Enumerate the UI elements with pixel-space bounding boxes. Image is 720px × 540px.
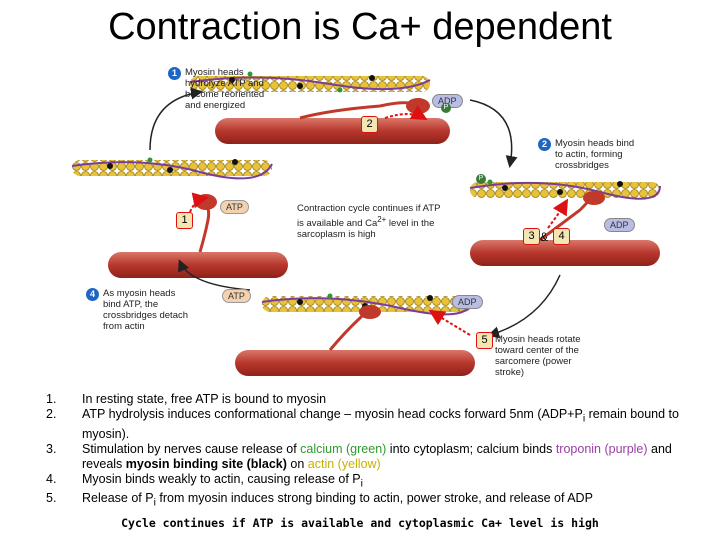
cycle-center-note: Contraction cycle continues if ATP is av… [297, 203, 447, 240]
cycle-arrow-2-to-3 [490, 275, 560, 335]
phosphate-top: P [441, 103, 451, 113]
actin-filament-right [470, 180, 660, 199]
step-label-3: 3Myosin heads rotate toward center of th… [478, 334, 593, 378]
list-item: 4.Myosin binds weakly to actin, causing … [46, 472, 706, 492]
list-item: 1.In resting state, free ATP is bound to… [46, 392, 706, 407]
steps-list: 1.In resting state, free ATP is bound to… [46, 392, 706, 511]
red-arrow-2 [385, 114, 424, 118]
marker-ampersand: & [540, 230, 548, 244]
cycle-arrow-1-to-2 [470, 100, 512, 165]
red-arrow-5 [432, 312, 470, 335]
phosphate-right: P [476, 174, 486, 184]
footer-note: Cycle continues if ATP is available and … [0, 516, 720, 530]
atp-label-lower: ATP [222, 289, 251, 303]
marker-4: 4 [553, 228, 570, 245]
list-item: 5.Release of Pi from myosin induces stro… [46, 491, 706, 511]
marker-2: 2 [361, 116, 378, 133]
adp-label-bottom: ADP [452, 295, 483, 309]
list-item: 2.ATP hydrolysis induces conformational … [46, 407, 706, 442]
atp-label-left: ATP [220, 200, 249, 214]
actin-filament-left [72, 158, 272, 179]
marker-1: 1 [176, 212, 193, 229]
marker-3: 3 [523, 228, 540, 245]
myosin-filament-left [108, 194, 288, 278]
marker-5: 5 [476, 332, 493, 349]
adp-label-right: ADP [604, 218, 635, 232]
list-item: 3.Stimulation by nerves cause release of… [46, 442, 706, 472]
